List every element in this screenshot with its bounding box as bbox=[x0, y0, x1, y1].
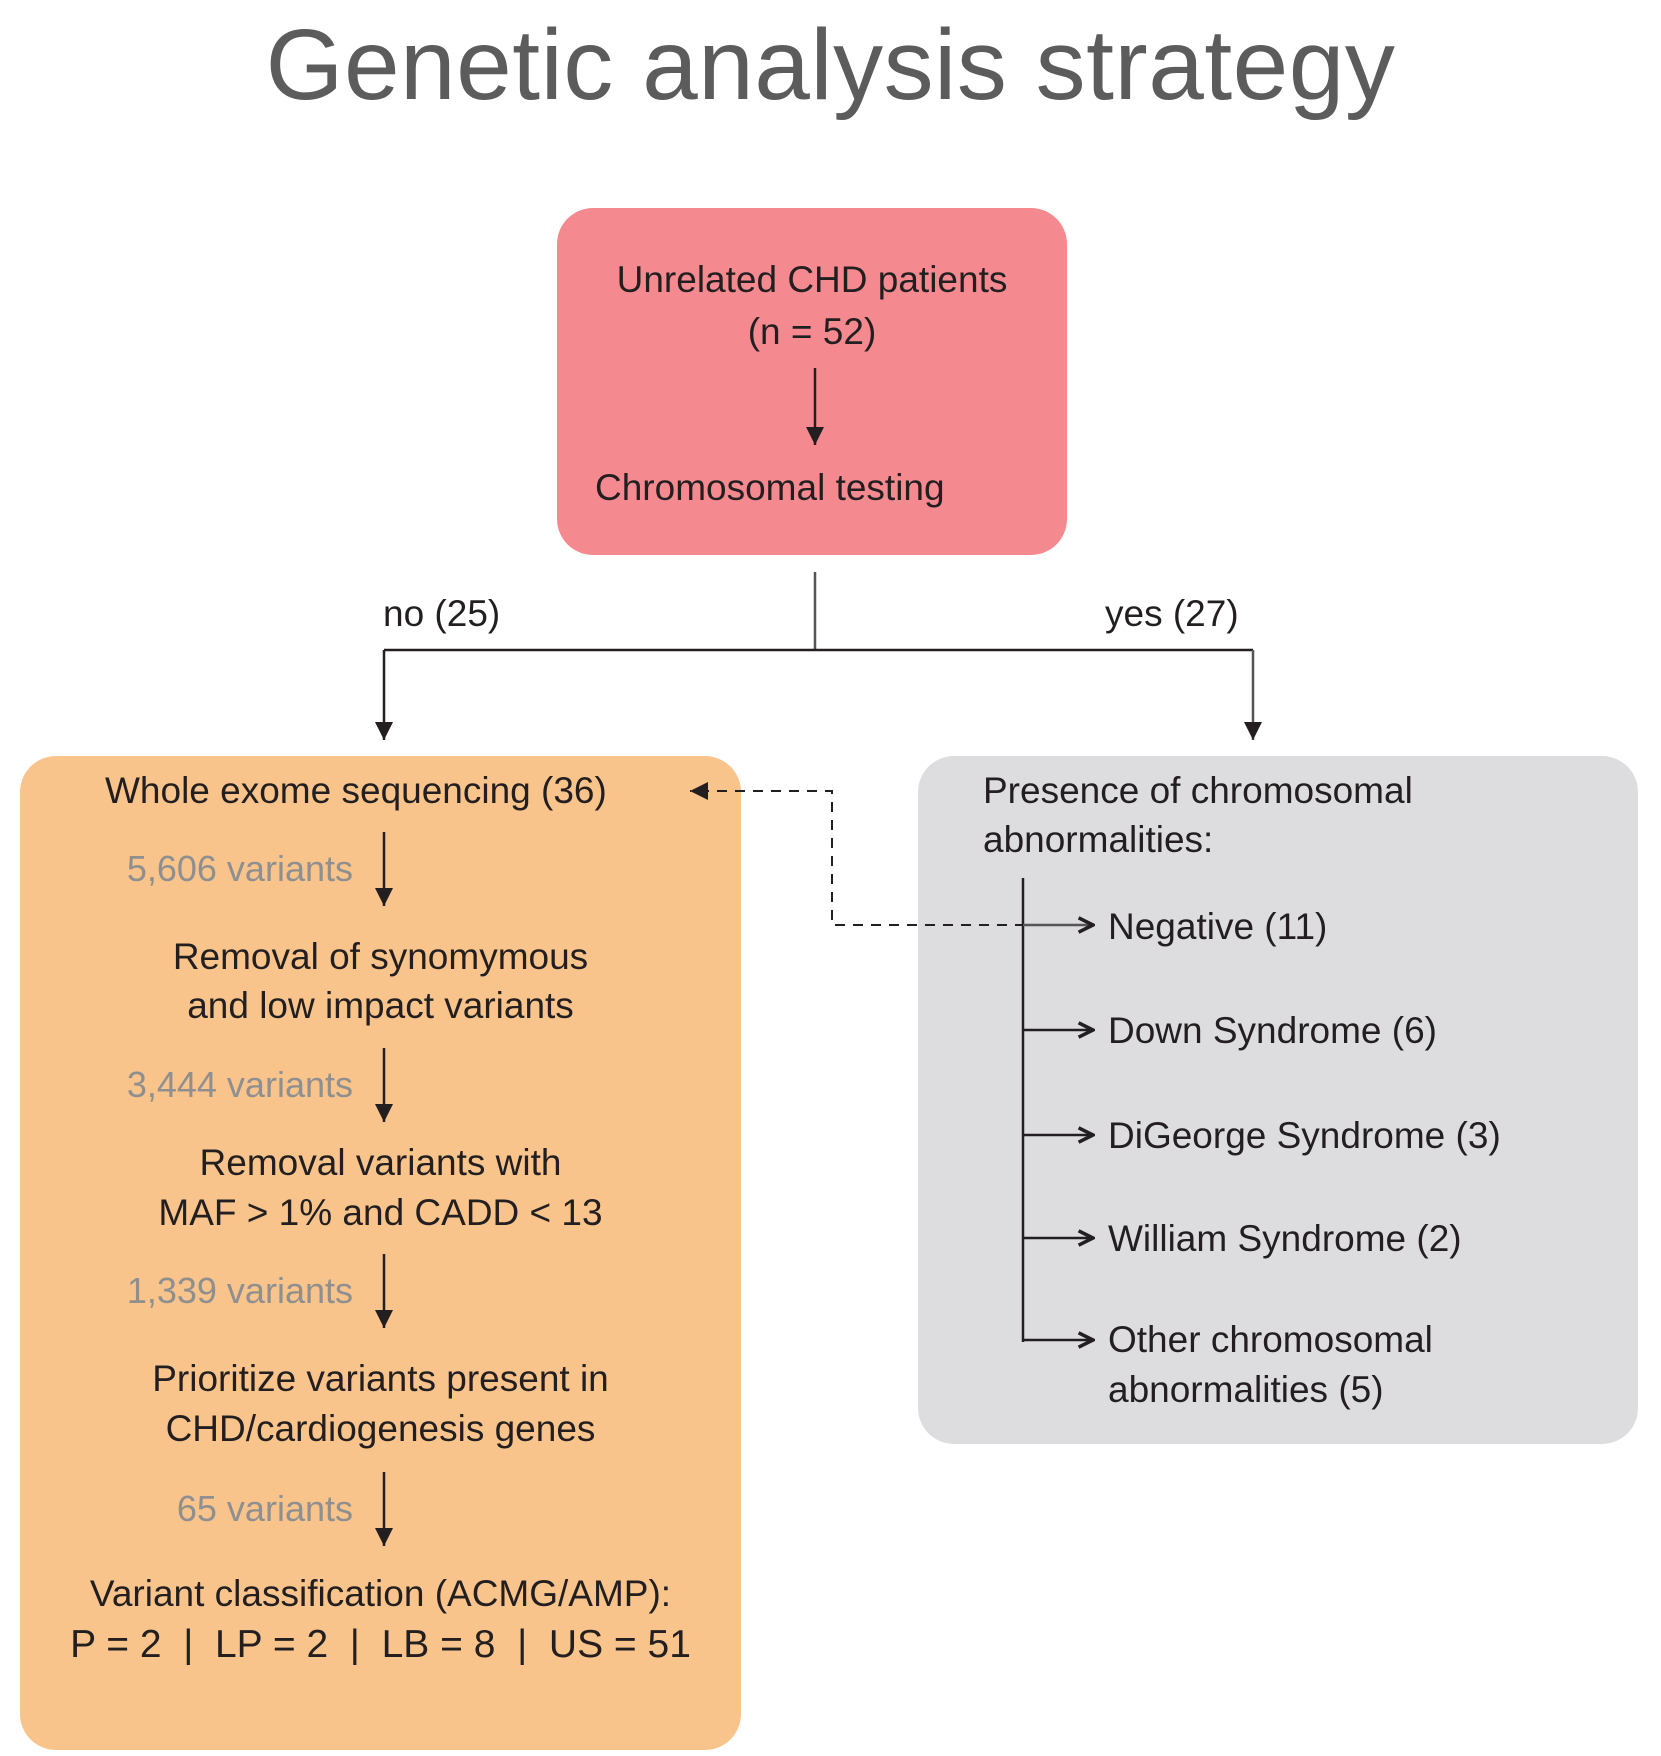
result-other-line-1: Other chromosomal bbox=[1108, 1319, 1433, 1360]
branch-no-label: no (25) bbox=[383, 593, 501, 634]
variant-count-3: 1,339 variants bbox=[126, 1270, 353, 1311]
variant-classification-label: Variant classification (ACMG/AMP): bbox=[89, 1573, 672, 1614]
variant-classification-counts: P = 2 | LP = 2 | LB = 8 | US = 51 bbox=[70, 1623, 691, 1666]
wes-step-1-line-1: Removal of synomymous bbox=[172, 936, 589, 977]
chromosomal-abnormalities-box bbox=[918, 756, 1638, 1444]
result-down-syndrome: Down Syndrome (6) bbox=[1108, 1010, 1438, 1051]
wes-step-3-line-2: CHD/cardiogenesis genes bbox=[165, 1408, 596, 1449]
diagram-title: Genetic analysis strategy bbox=[265, 9, 1396, 121]
wes-step-3-line-1: Prioritize variants present in bbox=[152, 1358, 609, 1399]
result-william-syndrome: William Syndrome (2) bbox=[1108, 1218, 1462, 1259]
exome-sequencing-box bbox=[20, 756, 741, 1750]
result-other-line-2: abnormalities (5) bbox=[1108, 1369, 1384, 1410]
variant-count-4: 65 variants bbox=[176, 1488, 353, 1529]
wes-step-2-line-1: Removal variants with bbox=[199, 1142, 562, 1183]
patients-line-2: (n = 52) bbox=[747, 311, 877, 352]
result-negative: Negative (11) bbox=[1108, 906, 1328, 947]
patients-box bbox=[557, 208, 1067, 555]
result-digeorge-syndrome: DiGeorge Syndrome (3) bbox=[1108, 1115, 1501, 1156]
dashed-negative-to-wes bbox=[690, 782, 1025, 926]
chromosomal-header-line-2: abnormalities: bbox=[983, 819, 1214, 860]
patients-line-1: Unrelated CHD patients bbox=[616, 259, 1008, 300]
variant-count-2: 3,444 variants bbox=[126, 1064, 353, 1105]
wes-step-2-line-2: MAF > 1% and CADD < 13 bbox=[158, 1192, 603, 1233]
variant-count-1: 5,606 variants bbox=[126, 848, 353, 889]
chromosomal-testing-label: Chromosomal testing bbox=[595, 467, 945, 508]
wes-step-1-line-2: and low impact variants bbox=[187, 985, 574, 1026]
wes-header: Whole exome sequencing (36) bbox=[105, 770, 607, 811]
chromosomal-header-line-1: Presence of chromosomal bbox=[983, 770, 1413, 811]
branch-yes-label: yes (27) bbox=[1105, 593, 1239, 634]
